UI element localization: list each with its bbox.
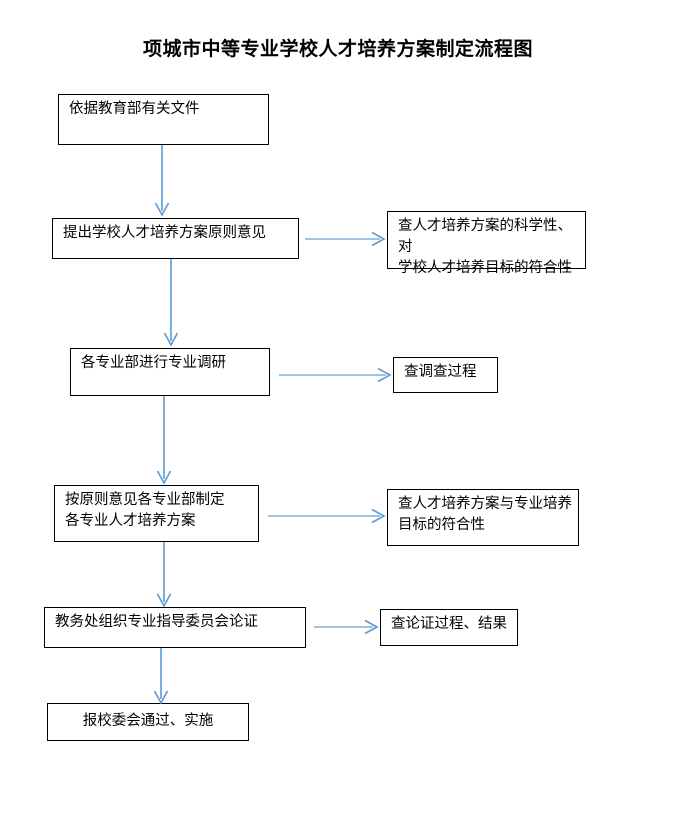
- flow-node-step-6[interactable]: 报校委会通过、实施: [47, 703, 249, 741]
- flow-node-label: 按原则意见各专业部制定 各专业人才培养方案: [65, 492, 225, 530]
- connector-arrow-down-5: [150, 648, 172, 706]
- check-note-label: 查论证过程、结果: [391, 616, 507, 632]
- connector-arrow-right-4: [314, 616, 380, 638]
- flow-node-label: 教务处组织专业指导委员会论证: [55, 614, 258, 630]
- flow-node-label: 依据教育部有关文件: [69, 101, 200, 117]
- check-note-3[interactable]: 查人才培养方案与专业培养 目标的符合性: [387, 489, 579, 546]
- connector-arrow-right-2: [279, 364, 393, 386]
- check-note-4[interactable]: 查论证过程、结果: [380, 609, 518, 646]
- flow-node-label: 报校委会通过、实施: [82, 713, 214, 729]
- connector-arrow-down-2: [160, 259, 182, 348]
- flow-node-label: 提出学校人才培养方案原则意见: [63, 225, 266, 241]
- flow-node-step-4[interactable]: 按原则意见各专业部制定 各专业人才培养方案: [54, 485, 259, 542]
- flow-node-step-2[interactable]: 提出学校人才培养方案原则意见: [52, 218, 299, 259]
- flow-node-label: 各专业部进行专业调研: [81, 355, 226, 371]
- check-note-1[interactable]: 查人才培养方案的科学性、对 学校人才培养目标的符合性: [387, 211, 586, 276]
- page-title: 项城市中等专业学校人才培养方案制定流程图: [142, 38, 533, 60]
- connector-arrow-right-1: [305, 228, 387, 250]
- connector-arrow-down-1: [151, 145, 173, 218]
- check-note-label: 查人才培养方案的科学性、对 学校人才培养目标的符合性: [398, 218, 572, 277]
- check-note-label: 查调查过程: [404, 364, 477, 380]
- check-note-label: 查人才培养方案与专业培养 目标的符合性: [398, 496, 572, 534]
- connector-arrow-down-3: [153, 396, 175, 486]
- flow-node-step-3[interactable]: 各专业部进行专业调研: [70, 348, 270, 396]
- check-note-2[interactable]: 查调查过程: [393, 357, 498, 393]
- flow-node-step-1[interactable]: 依据教育部有关文件: [58, 94, 269, 145]
- connector-arrow-down-4: [153, 542, 175, 609]
- flow-node-step-5[interactable]: 教务处组织专业指导委员会论证: [44, 607, 306, 648]
- connector-arrow-right-3: [268, 505, 387, 527]
